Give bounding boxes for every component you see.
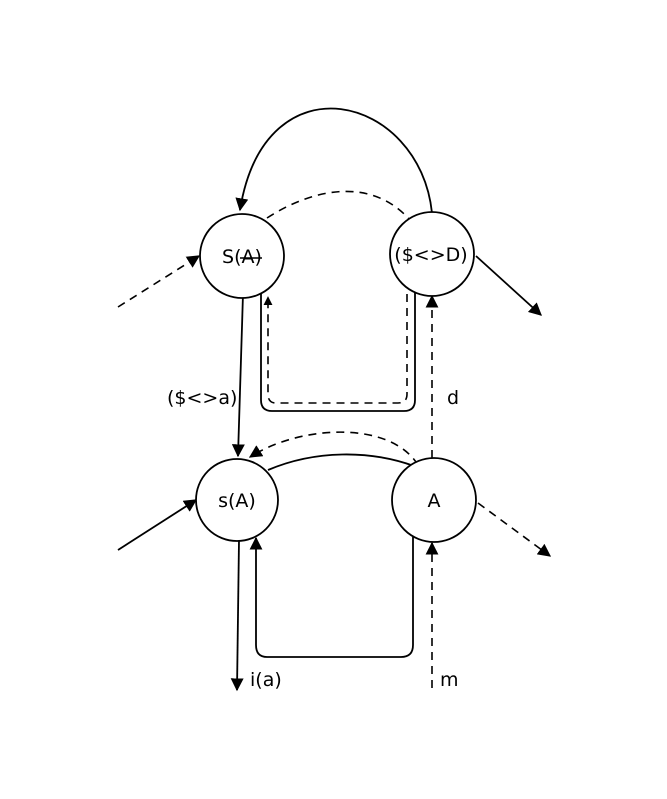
- edge-label-lower-input: m: [440, 669, 459, 691]
- node-upper-right-label: ($<>D): [394, 244, 467, 266]
- lower-solid-arc: [267, 453, 415, 471]
- edge-label-upper-demand: ($<>a): [167, 387, 237, 409]
- lower-solid-loop: [249, 536, 414, 658]
- node-lower-right: A: [391, 457, 477, 543]
- node-lower-left: s(A): [195, 458, 279, 542]
- edge-label-right-vector: d: [447, 387, 459, 409]
- vector-output-solid: [230, 539, 244, 692]
- vector-down-solid: [231, 293, 245, 458]
- node-upper-left-label: S(A): [222, 246, 262, 268]
- outgoing-dashed-arrow: [477, 502, 552, 557]
- outgoing-solid-arrow: [475, 255, 542, 316]
- node-upper-left: S(A): [199, 213, 285, 299]
- incoming-solid-arrow: [117, 499, 198, 551]
- lower-dashed-arc: [248, 431, 419, 466]
- upper-solid-arc: [235, 107, 433, 214]
- upper-dashed-arc: [266, 190, 411, 221]
- edge-label-lower-output: i(a): [250, 669, 282, 691]
- node-upper-right: ($<>D): [389, 211, 475, 297]
- upper-dashed-loop: [263, 294, 408, 404]
- incoming-dashed-arrow: [117, 255, 201, 308]
- node-lower-right-label: A: [428, 490, 441, 512]
- upper-solid-loop: [260, 292, 416, 412]
- node-lower-left-label: s(A): [218, 490, 256, 512]
